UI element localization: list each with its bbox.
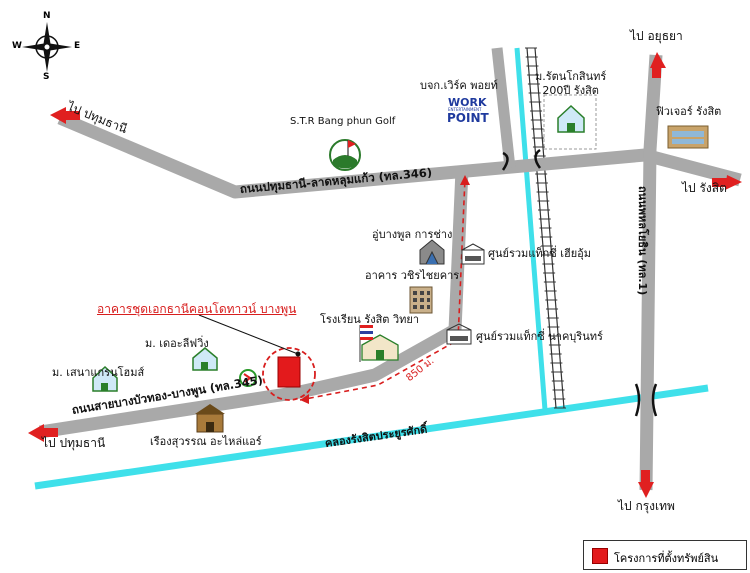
compass-rose: N S E W [12,11,82,82]
bridge-phahon [634,383,658,417]
house-icon-sena [92,365,118,392]
workpoint-logo-line1: WORK [448,96,487,109]
compass-icon [22,22,72,72]
wachira-label: อาคาร วชิรไชยคาร [365,269,460,282]
garage-icon [419,239,445,265]
rattanakosin-label: ม.รัตนโกสินทร์ 200ปี รังสิต [535,70,607,97]
taxi-center-icon-2 [446,323,472,345]
project-circle [262,347,316,401]
village2-label: ม. เสนาแกรนโฮมส์ [52,366,145,379]
arrow-bangkok-icon [638,470,654,498]
road-346 [57,112,742,199]
school-icon [359,325,399,362]
road-label-phahon: ถนนพหลโยธิน (ทล.1) [636,186,649,296]
house-icon-rattanakosin [557,104,585,133]
bridge-346 [501,148,542,171]
legend: โครงการที่ตั้งทรัพย์สิน [583,540,747,570]
workpoint-logo-line3: POINT [447,111,489,125]
direction-rangsit: ไป รังสิต [682,181,727,195]
canal [34,384,709,490]
railway-ties [525,47,566,409]
compass-n: N [43,11,51,21]
compass-w: W [12,41,22,51]
road-phahon [639,54,663,491]
workpoint-logo-line2: ENTERTAINMENT [448,107,482,112]
garage-label: อู่บางพูล การช่าง [372,228,453,241]
route-head-top-icon [460,175,470,185]
project-marker [277,356,301,388]
taxi2-label: ศูนย์รวมแท็กซี่ นาคบุรินทร์ [476,330,603,343]
legend-swatch [592,548,608,564]
shop-icon [195,404,225,433]
route-head-icon [300,394,309,404]
house-icon-living [192,347,218,371]
compass-e: E [74,41,81,51]
restaurant-label: เรืองสุวรรณ อะไหล่แอร์ [150,435,262,448]
compass-s: S [43,72,50,82]
building-icon [409,286,433,314]
arrow-pathum-bottom-icon [28,424,58,442]
arrow-ayutthaya-icon [650,52,666,78]
workpoint-label: บจก.เวิร์ค พอยท์ [420,79,498,92]
village1-label: ม. เดอะลีฟวิ่ง [145,337,209,350]
arrow-rangsit-icon [712,175,742,190]
direction-bangkok: ไป กรุงเทพ [618,499,675,513]
rattanakosin-box [543,94,597,150]
canal-vertical [514,47,548,411]
road-workpoint [491,47,516,169]
mall-icon [667,125,709,149]
taxi1-label: ศูนย์รวมแท็กซี่ เฮียอุ้ม [488,247,592,260]
workpoint-logo-icon [443,96,491,126]
project-label: อาคารชุดเอกธานีคอนโดทาวน์ บางพูน [97,302,297,316]
golf-label: S.T.R Bang phun Golf [290,116,396,127]
direction-pathum-bottom: ไป ปทุมธานี [42,436,106,450]
arrow-pathum-top-icon [50,107,80,124]
road-345 [39,169,469,439]
taxi-center-icon-1 [461,243,485,265]
school-label: โรงเรียน รังสิต วิทยา [320,313,419,326]
direction-ayutthaya: ไป อยุธยา [630,29,683,43]
legend-label: โครงการที่ตั้งทรัพย์สิน [614,552,719,565]
gas-station-icon [239,369,257,387]
future-label: ฟิวเจอร์ รังสิต [656,105,722,118]
golf-icon [329,139,361,171]
